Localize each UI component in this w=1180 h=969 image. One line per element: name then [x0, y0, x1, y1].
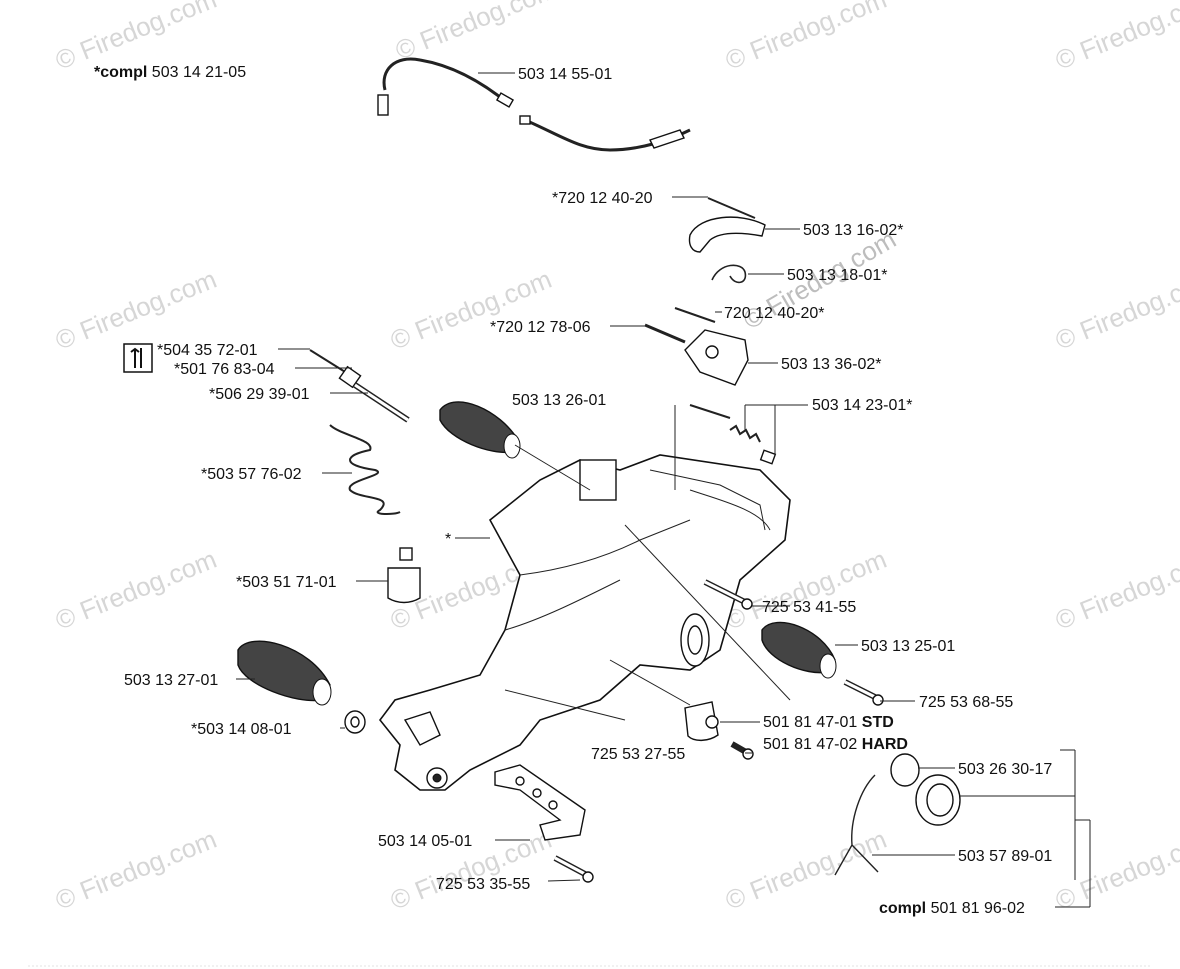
label-cap-std: 501 81 47-01 STD — [763, 714, 894, 731]
screw-set — [689, 404, 777, 465]
label-spring-coil: *503 57 76-02 — [201, 466, 302, 483]
label-housing: * — [445, 531, 451, 548]
watermark: © Firedog.com — [1051, 824, 1180, 916]
watermarks: © Firedog.com © Firedog.com © Firedog.co… — [51, 0, 1180, 916]
bracket — [494, 764, 586, 841]
label-compl-bottom-prefix: compl — [879, 900, 926, 917]
buffer-left — [237, 640, 332, 706]
buffer-top — [439, 401, 521, 459]
label-trigger: 503 13 36-02* — [781, 356, 882, 373]
label-spring-small: 503 13 18-01* — [787, 267, 888, 284]
label-oring: 503 26 30-17 — [958, 761, 1052, 778]
watermark: © Firedog.com — [391, 0, 561, 66]
cap-strap — [834, 774, 879, 876]
washer — [344, 710, 366, 734]
rear-handle-housing — [378, 454, 791, 791]
label-buffer-right: 503 13 25-01 — [861, 638, 955, 655]
screw-725-53-41-55 — [703, 579, 753, 610]
oring — [890, 753, 920, 787]
label-pin-c: *720 12 78-06 — [490, 319, 591, 336]
label-compl-top: *compl 503 14 21-05 — [94, 64, 246, 81]
vibration-block — [387, 547, 421, 604]
filler-cap — [915, 774, 961, 826]
label-compl-bottom: compl 501 81 96-02 — [879, 900, 1025, 917]
label-screw-3: 725 53 27-55 — [591, 746, 685, 763]
coil-spring — [329, 424, 401, 516]
label-compl-bottom-number: 501 81 96-02 — [931, 900, 1025, 917]
trigger-assembly — [644, 307, 749, 386]
label-tool-a: *504 35 72-01 — [157, 342, 258, 359]
label-screw-1: 725 53 41-55 — [762, 599, 856, 616]
label-cap-std-number: 501 81 47-01 — [763, 714, 857, 731]
label-screw-set: 503 14 23-01* — [812, 397, 913, 414]
leader-lines — [236, 72, 1091, 908]
label-pin-b: 720 12 40-20* — [724, 305, 825, 322]
label-cable: 503 14 55-01 — [518, 66, 612, 83]
tool-assembly — [309, 349, 410, 423]
tank-cap — [684, 701, 719, 742]
watermark: © Firedog.com — [721, 824, 891, 916]
label-cap-hard-number: 501 81 47-02 — [763, 736, 857, 753]
screw-725-53-35-55 — [553, 855, 594, 883]
label-buffer-left: 503 13 27-01 — [124, 672, 218, 689]
label-vibe-block: *503 51 71-01 — [236, 574, 337, 591]
screw-725-53-68-55 — [843, 679, 884, 706]
label-tool-b: *501 76 83-04 — [174, 361, 275, 378]
label-screw-2: 725 53 68-55 — [919, 694, 1013, 711]
label-lever: 503 13 16-02* — [803, 222, 904, 239]
watermark: © Firedog.com — [1051, 544, 1180, 636]
label-washer: *503 14 08-01 — [191, 721, 292, 738]
watermark: © Firedog.com — [51, 824, 221, 916]
tool-icon — [123, 343, 153, 373]
label-pin-a: *720 12 40-20 — [552, 190, 653, 207]
label-cap-std-suffix: STD — [862, 714, 894, 731]
watermark: © Firedog.com — [51, 544, 221, 636]
label-tool-c: *506 29 39-01 — [209, 386, 310, 403]
watermark: © Firedog.com — [721, 0, 891, 76]
watermark: © Firedog.com — [1051, 0, 1180, 76]
watermark: © Firedog.com — [1051, 264, 1180, 356]
label-bracket: 503 14 05-01 — [378, 833, 472, 850]
screw-725-53-27-55 — [730, 741, 754, 760]
label-compl-number: 503 14 21-05 — [152, 64, 246, 81]
label-screw-4: 725 53 35-55 — [436, 876, 530, 893]
watermark: © Firedog.com — [386, 264, 556, 356]
label-buffer-top: 503 13 26-01 — [512, 392, 606, 409]
throttle-cable — [377, 57, 691, 152]
label-cap-hard-suffix: HARD — [862, 736, 908, 753]
small-spring — [711, 264, 747, 284]
throttle-lever — [688, 197, 766, 253]
label-strap: 503 57 89-01 — [958, 848, 1052, 865]
label-compl-prefix: *compl — [94, 64, 147, 81]
buffer-right — [761, 621, 837, 679]
label-cap-hard: 501 81 47-02 HARD — [763, 736, 908, 753]
